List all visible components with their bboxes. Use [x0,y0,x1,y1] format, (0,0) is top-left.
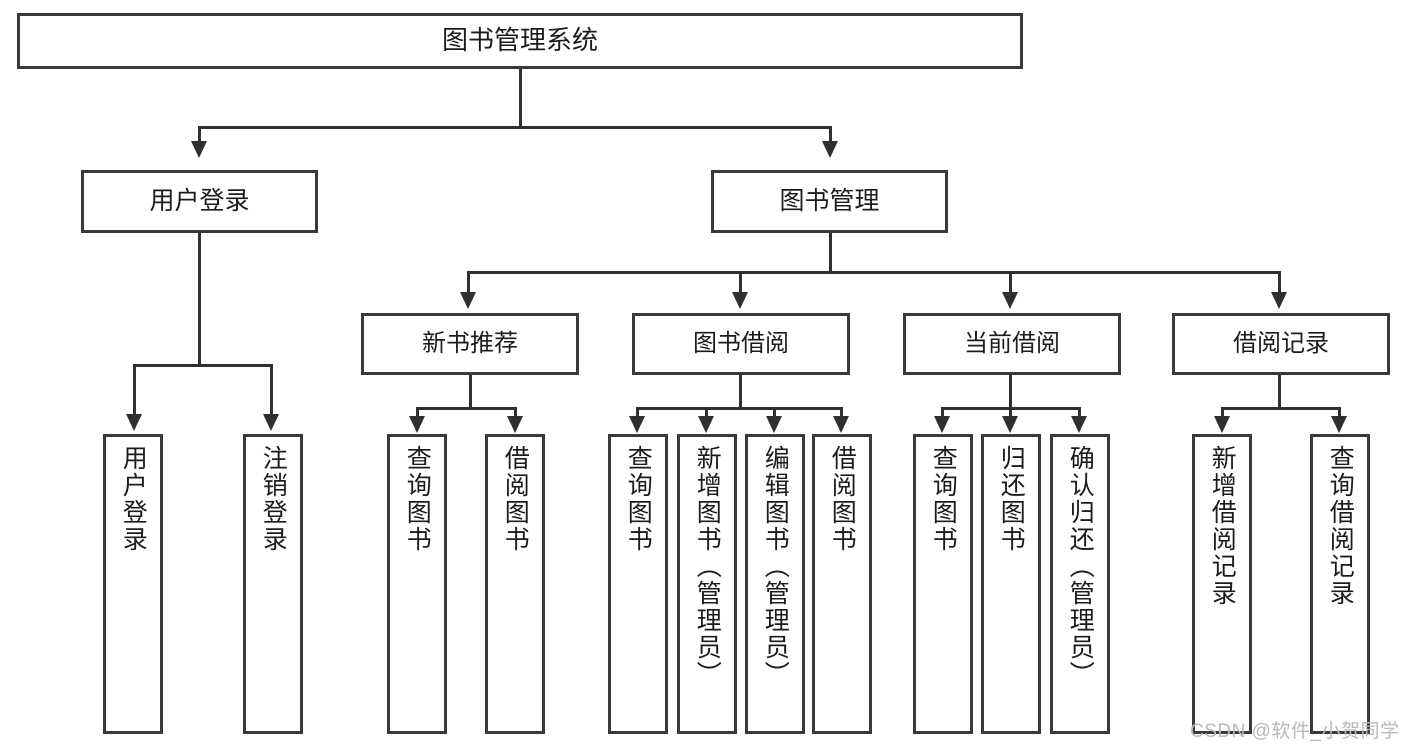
connector-drop-leaf-query-record [1338,407,1341,419]
node-current-borrow-label: 当前借阅 [964,330,1060,358]
node-leaf-query-book-3[interactable]: 查询图书 [913,434,973,734]
node-root-label: 图书管理系统 [441,25,598,56]
node-leaf-edit-book[interactable]: 编辑图书（管理员） [745,434,805,734]
node-leaf-add-record[interactable]: 新增借阅记录 [1192,434,1252,734]
connector-drop-current-borrow [1009,271,1012,295]
node-leaf-edit-book-label: 编辑图书（管理员） [761,445,790,688]
node-leaf-borrow-book-2[interactable]: 借阅图书 [812,434,872,734]
arrow-leaf-edit-book [766,416,782,433]
node-leaf-user-login-label: 用户登录 [119,445,148,553]
node-leaf-query-record-label: 查询借阅记录 [1326,445,1355,607]
connector-drop-borrow-record [1278,271,1281,295]
connector-new-book-recommend-stem [469,375,472,410]
connector-root-stem [519,69,522,128]
node-user-login-label: 用户登录 [149,187,250,216]
node-leaf-add-book[interactable]: 新增图书（管理员） [677,434,737,734]
connector-drop-leaf-edit-book [773,407,776,419]
arrow-current-borrow [1002,292,1018,309]
node-leaf-return-book[interactable]: 归还图书 [981,434,1041,734]
arrow-leaf-add-record [1214,416,1230,433]
node-leaf-borrow-book-1-label: 借阅图书 [501,445,530,553]
node-leaf-query-book-2-label: 查询图书 [624,445,653,553]
node-new-book-recommend-label: 新书推荐 [422,330,518,358]
connector-drop-book-manage [829,126,832,144]
connector-user-login-bus [133,364,270,367]
connector-drop-leaf-query-book-3 [941,407,944,419]
arrow-leaf-query-book-1 [409,416,425,433]
connector-drop-leaf-confirm-return [1078,407,1081,419]
arrow-leaf-borrow-book-2 [833,416,849,433]
connector-drop-leaf-query-book-1 [416,407,419,419]
connector-borrow-record-bus [1221,407,1340,410]
node-leaf-return-book-label: 归还图书 [997,445,1026,553]
node-leaf-query-book-1-label: 查询图书 [403,445,432,553]
arrow-leaf-user-login [126,414,142,431]
arrow-borrow-record [1271,292,1287,309]
node-user-login[interactable]: 用户登录 [81,170,318,233]
connector-book-borrow-stem [739,375,742,410]
connector-drop-book-borrow [739,271,742,295]
connector-drop-leaf-user-login [133,364,136,417]
node-current-borrow[interactable]: 当前借阅 [903,313,1121,375]
node-book-borrow-label: 图书借阅 [693,330,789,358]
node-leaf-user-logout[interactable]: 注销登录 [243,434,303,734]
connector-drop-leaf-user-logout [270,364,273,417]
connector-level3-bus [467,271,1281,274]
arrow-leaf-borrow-book-1 [507,416,523,433]
connector-drop-new-book-recommend [467,271,470,295]
arrow-book-borrow [732,292,748,309]
connector-drop-leaf-return-book [1009,407,1012,419]
node-new-book-recommend[interactable]: 新书推荐 [361,313,579,375]
arrow-leaf-confirm-return [1071,416,1087,433]
arrow-user-login [191,141,207,158]
node-leaf-confirm-return[interactable]: 确认归还（管理员） [1050,434,1110,734]
connector-drop-leaf-add-record [1221,407,1224,419]
node-leaf-user-logout-label: 注销登录 [259,445,288,553]
node-book-borrow[interactable]: 图书借阅 [632,313,850,375]
node-leaf-borrow-book-2-label: 借阅图书 [828,445,857,553]
node-leaf-query-book-2[interactable]: 查询图书 [608,434,668,734]
connector-drop-leaf-add-book [705,407,708,419]
arrow-leaf-return-book [1002,416,1018,433]
arrow-new-book-recommend [460,292,476,309]
connector-new-book-recommend-bus [416,407,517,410]
node-leaf-query-record[interactable]: 查询借阅记录 [1310,434,1370,734]
arrow-book-manage [822,141,838,158]
connector-book-borrow-bus [636,407,843,410]
node-borrow-record[interactable]: 借阅记录 [1172,313,1390,375]
connector-drop-user-login [198,126,201,144]
node-leaf-confirm-return-label: 确认归还（管理员） [1066,445,1095,688]
node-leaf-query-book-1[interactable]: 查询图书 [387,434,447,734]
connector-drop-leaf-borrow-book-2 [840,407,843,419]
arrow-leaf-query-book-2 [629,416,645,433]
node-leaf-query-book-3-label: 查询图书 [929,445,958,553]
node-leaf-user-login[interactable]: 用户登录 [103,434,163,734]
arrow-leaf-user-logout [263,414,279,431]
node-book-manage-label: 图书管理 [779,187,880,216]
connector-drop-leaf-query-book-2 [636,407,639,419]
watermark: CSDN @软件_小贺同学 [1190,721,1400,742]
connector-book-manage-stem [829,233,832,273]
node-book-manage[interactable]: 图书管理 [711,170,948,233]
arrow-leaf-add-book [698,416,714,433]
arrow-leaf-query-book-3 [934,416,950,433]
connector-level2-bus [198,126,832,129]
connector-user-login-stem [198,233,201,366]
connector-borrow-record-stem [1278,375,1281,410]
node-leaf-add-book-label: 新增图书（管理员） [693,445,722,688]
arrow-leaf-query-record [1331,416,1347,433]
node-leaf-borrow-book-1[interactable]: 借阅图书 [485,434,545,734]
node-root[interactable]: 图书管理系统 [17,13,1023,69]
node-leaf-add-record-label: 新增借阅记录 [1208,445,1237,607]
node-borrow-record-label: 借阅记录 [1233,330,1329,358]
connector-current-borrow-stem [1009,375,1012,410]
connector-drop-leaf-borrow-book-1 [514,407,517,419]
